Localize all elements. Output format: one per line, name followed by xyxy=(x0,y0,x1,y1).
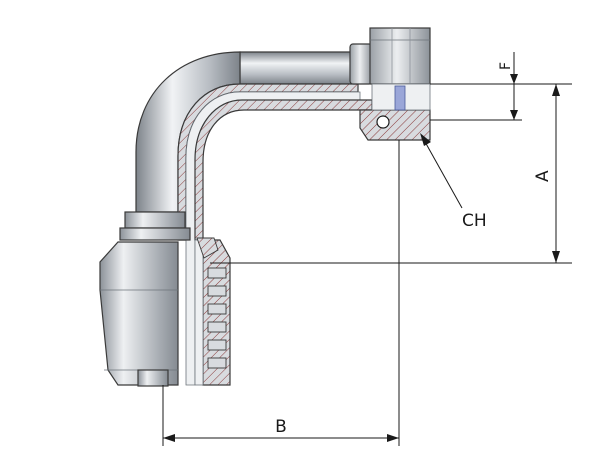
dim-b-label: B xyxy=(275,417,287,437)
dimension-a: A xyxy=(210,84,572,264)
ferrule-teeth xyxy=(207,267,227,369)
ferrule-section xyxy=(194,237,231,386)
callout-ch: CH xyxy=(420,133,487,231)
o-ring xyxy=(376,115,390,129)
dim-f-label: F xyxy=(498,62,514,70)
neck-collar xyxy=(119,211,191,241)
callout-ch-label: CH xyxy=(462,211,487,231)
dimension-b: B xyxy=(162,140,400,446)
seal-ring xyxy=(394,85,406,111)
ferrule xyxy=(99,241,179,387)
dim-a-label: A xyxy=(533,170,553,182)
swivel-nut xyxy=(349,27,431,141)
elbow-tube xyxy=(135,51,373,386)
dimension-f: F xyxy=(430,52,572,121)
